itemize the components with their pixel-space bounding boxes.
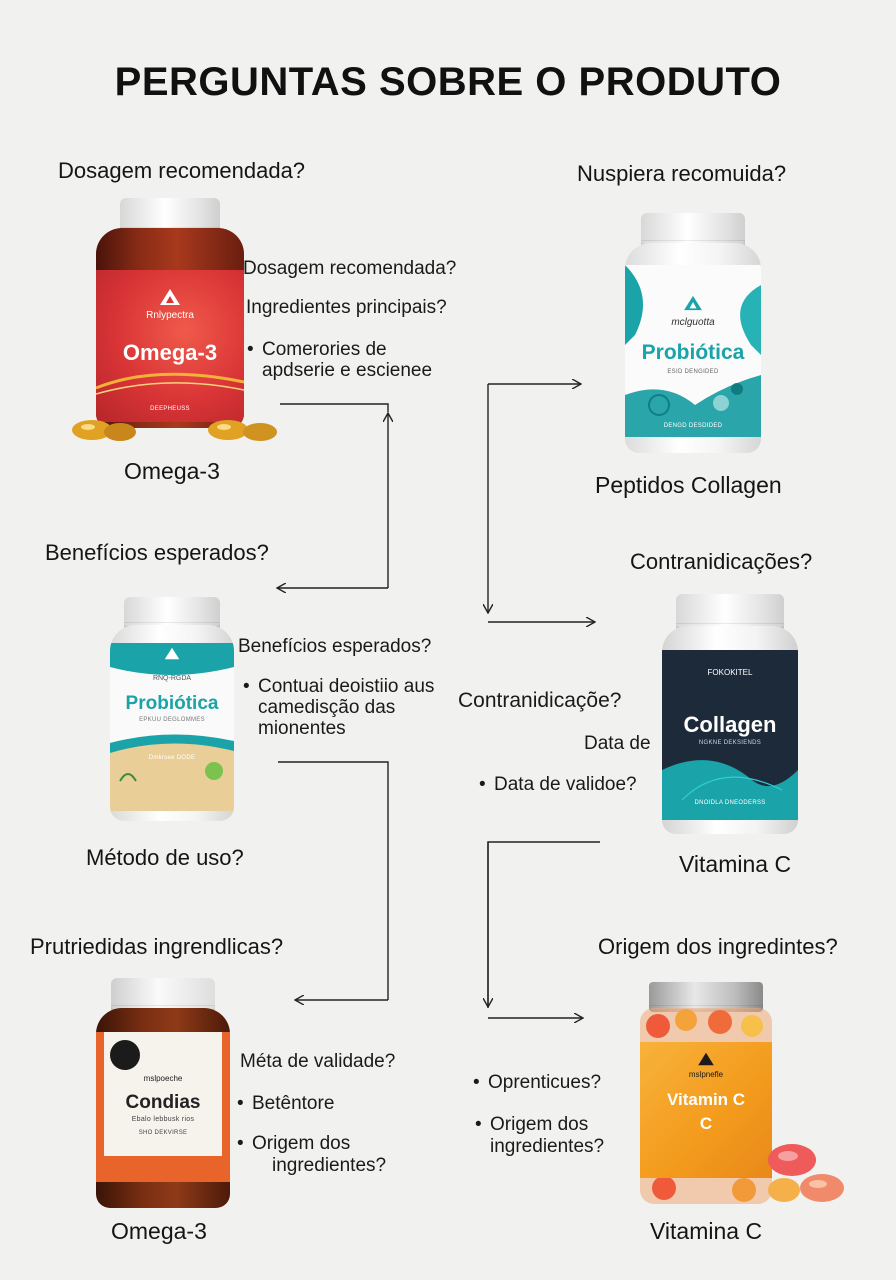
brand-logo-icon	[698, 1052, 714, 1066]
note-condias-bullet1: Betêntore	[237, 1093, 334, 1114]
question-beneficios: Benefícios esperados?	[45, 540, 269, 565]
note-condias-bullet2: Origem dos	[237, 1133, 350, 1154]
question-dosagem: Dosagem recomendada?	[58, 158, 306, 183]
caption-vitamina-c-bottom: Vitamina C	[650, 1218, 763, 1244]
note-omega-bullet1b: apdserie e escienee	[262, 360, 433, 381]
caption-omega-bottom: Omega-3	[111, 1218, 207, 1244]
bottle-condias: mslpoeche Condias Ebalo lebbusk rios SHO…	[96, 978, 230, 1208]
bottle-product-name: Probiótica	[641, 341, 745, 364]
bottle-fine-print: ESID DENGIDED	[667, 369, 719, 375]
note-collagen-bullet1: Data de validoe?	[479, 774, 637, 795]
bottle-product-name-2: C	[699, 1114, 713, 1133]
bottle-fine-print: NGKNE DEKSIENDS	[698, 740, 762, 746]
bottle-product-name: Vitamin C	[666, 1090, 746, 1109]
bottle-fine-print-2: SHO DEKVIRSE	[138, 1130, 188, 1136]
bottle-fine-print-2: DNOIDLA DNEODERSS	[694, 800, 766, 806]
bottle-brand: mslpoeche	[143, 1074, 183, 1083]
bottle-brand: mclguotta	[671, 317, 715, 328]
bottle-product-name: Probiótica	[125, 693, 219, 714]
brand-logo-icon	[164, 647, 180, 660]
note-omega-bullet1: Comerories de	[247, 339, 387, 360]
note-omega-line1: Dosagem recomendada?	[243, 258, 457, 279]
page-title: PERGUNTAS SOBRE O PRODUTO	[114, 60, 782, 104]
note-collagen-line1: Contranidicaçõe?	[458, 689, 622, 712]
caption-omega-top: Omega-3	[124, 458, 220, 484]
note-condias-bullet2b: ingredientes?	[272, 1155, 387, 1176]
brand-logo-icon	[160, 289, 180, 305]
question-origem: Origem dos ingredintes?	[598, 934, 838, 959]
question-metodo: Método de uso?	[86, 845, 244, 870]
vitamin-gummies	[768, 1144, 844, 1202]
bottle-product-name: Condias	[125, 1092, 201, 1113]
note-probiotica-bullet1c: mionentes	[258, 718, 346, 739]
caption-peptidos-collagen: Peptidos Collagen	[595, 472, 782, 498]
bottle-cap	[111, 978, 215, 1012]
bottle-fine-print: DEEPHEUSS	[150, 406, 190, 412]
note-vitc-bullet2b: ingredientes?	[490, 1136, 605, 1157]
note-condias-line1: Méta de validade?	[240, 1051, 396, 1072]
note-probiotica-bullet1b: camedisção das	[258, 697, 396, 718]
bottle-body: Rnlypectra Omega-3 DEEPHEUSS	[96, 228, 244, 428]
bottle-brand: RNQ-RGDA	[152, 675, 192, 682]
note-omega-line2: Ingredientes principais?	[246, 297, 447, 318]
brand-logo-icon	[684, 295, 702, 311]
omega-softgels	[72, 420, 277, 441]
bottle-fine-print: EPKUU DEGLOMMES	[139, 717, 205, 723]
arrow-omega-up	[280, 403, 389, 412]
bottle-brand: Rnlypectra	[146, 310, 194, 321]
question-prutriedidas: Prutriedidas ingrendlicas?	[30, 934, 284, 959]
bottle-vitamin-c: mslpnefle Vitamin C C	[640, 982, 772, 1204]
question-nuspiera: Nuspiera recomuida?	[577, 161, 787, 186]
note-probiotica-bullet1: Contuai deoistiio aus	[243, 676, 434, 697]
bottle-collagen: FOKOKITEL Collagen NGKNE DEKSIENDS DNOID…	[662, 594, 798, 834]
bottle-probiotica-mid: RNQ-RGDA Probiótica EPKUU DEGLOMMES Dmkr…	[110, 597, 234, 821]
bottle-fine-print: Ebalo lebbusk rios	[131, 1116, 195, 1123]
note-probiotica-line1: Benefícios esperados?	[238, 636, 432, 657]
bottle-brand: mslpnefle	[688, 1070, 724, 1079]
note-vitc-bullet1: Oprenticues?	[473, 1072, 601, 1093]
bottle-probiotica-top: mclguotta Probiótica ESID DENGIDED DENGD…	[625, 213, 761, 453]
bottle-product-name: Omega-3	[122, 340, 218, 365]
bottle-omega-3: Rnlypectra Omega-3 DEEPHEUSS	[96, 198, 244, 428]
bottle-cap	[649, 982, 763, 1012]
note-collagen-line2: Data de	[584, 733, 651, 754]
question-contranidicacoes: Contranidicações?	[630, 549, 813, 574]
bottle-fine-print-2: Dmkrsee DODE	[148, 755, 196, 761]
bottle-cap	[641, 213, 745, 247]
note-vitc-bullet2: Origem dos	[475, 1114, 588, 1135]
bottle-cap	[676, 594, 784, 630]
bottle-cap	[124, 597, 220, 629]
bottle-brand: FOKOKITEL	[707, 668, 753, 677]
bottle-fine-print-2: DENGD DESDIDED	[663, 423, 723, 429]
caption-vitamina-c-mid: Vitamina C	[679, 851, 792, 877]
bottle-product-name: Collagen	[683, 712, 777, 737]
